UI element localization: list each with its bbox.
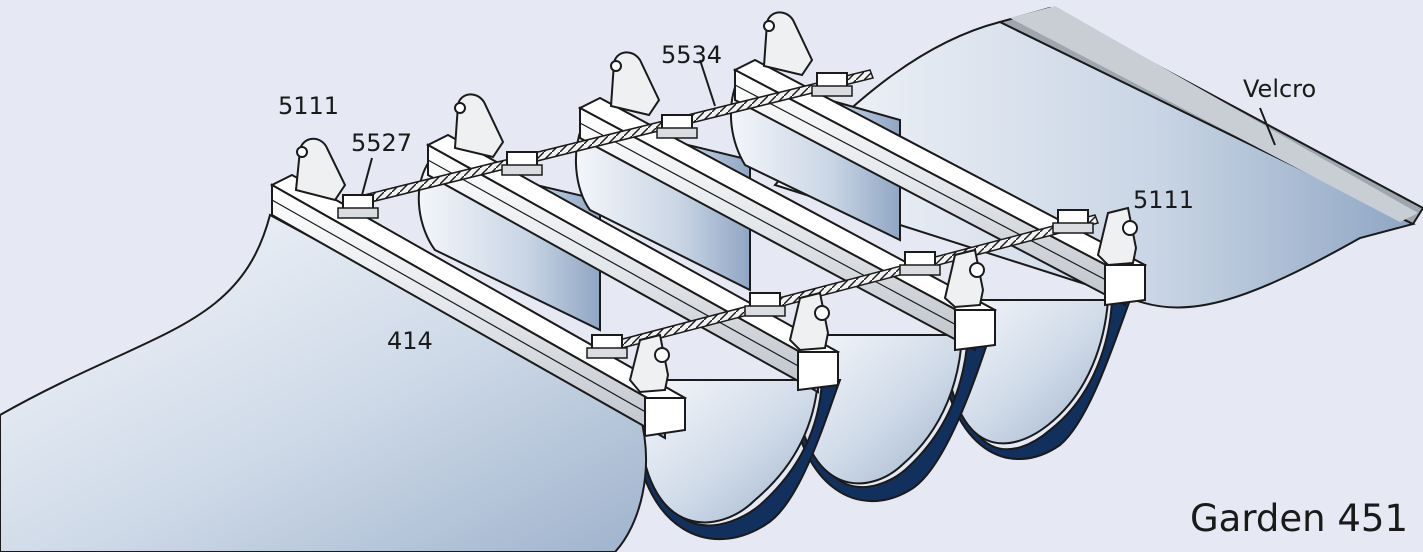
product-title: Garden 451	[1190, 497, 1408, 540]
bracket	[628, 333, 670, 394]
clip	[899, 251, 941, 276]
rails	[269, 58, 1148, 440]
brackets-front	[628, 206, 1138, 394]
clip	[337, 194, 379, 219]
clip	[656, 114, 698, 139]
brackets-back	[294, 11, 814, 202]
clip	[501, 151, 543, 176]
bracket-label-left: 5111	[278, 92, 339, 120]
clips	[337, 72, 1094, 359]
clip	[744, 292, 786, 317]
velcro-label: Velcro	[1243, 75, 1316, 103]
cord-label: 5534	[661, 41, 722, 69]
rail-4	[732, 58, 1148, 307]
bracket	[1096, 206, 1138, 267]
velcro-leader-line	[1259, 107, 1276, 146]
front-fabric-sweep	[0, 213, 647, 552]
cord-leader-line	[699, 59, 716, 107]
clip	[586, 334, 628, 359]
bracket	[788, 291, 830, 352]
bracket	[943, 248, 985, 309]
bracket	[294, 137, 347, 202]
clip	[811, 72, 853, 97]
bracket	[453, 93, 505, 159]
clip	[1052, 209, 1094, 234]
clip-label: 5527	[351, 129, 412, 157]
bracket-label-right: 5111	[1133, 186, 1194, 214]
clip-leader-line	[361, 157, 373, 196]
rail-1	[269, 173, 688, 440]
bracket	[762, 11, 814, 77]
rail-2	[425, 133, 841, 394]
rail-label: 414	[387, 327, 433, 355]
rail-3	[577, 96, 998, 352]
bracket	[609, 51, 661, 117]
velcro-fabric-panel	[773, 6, 1423, 309]
